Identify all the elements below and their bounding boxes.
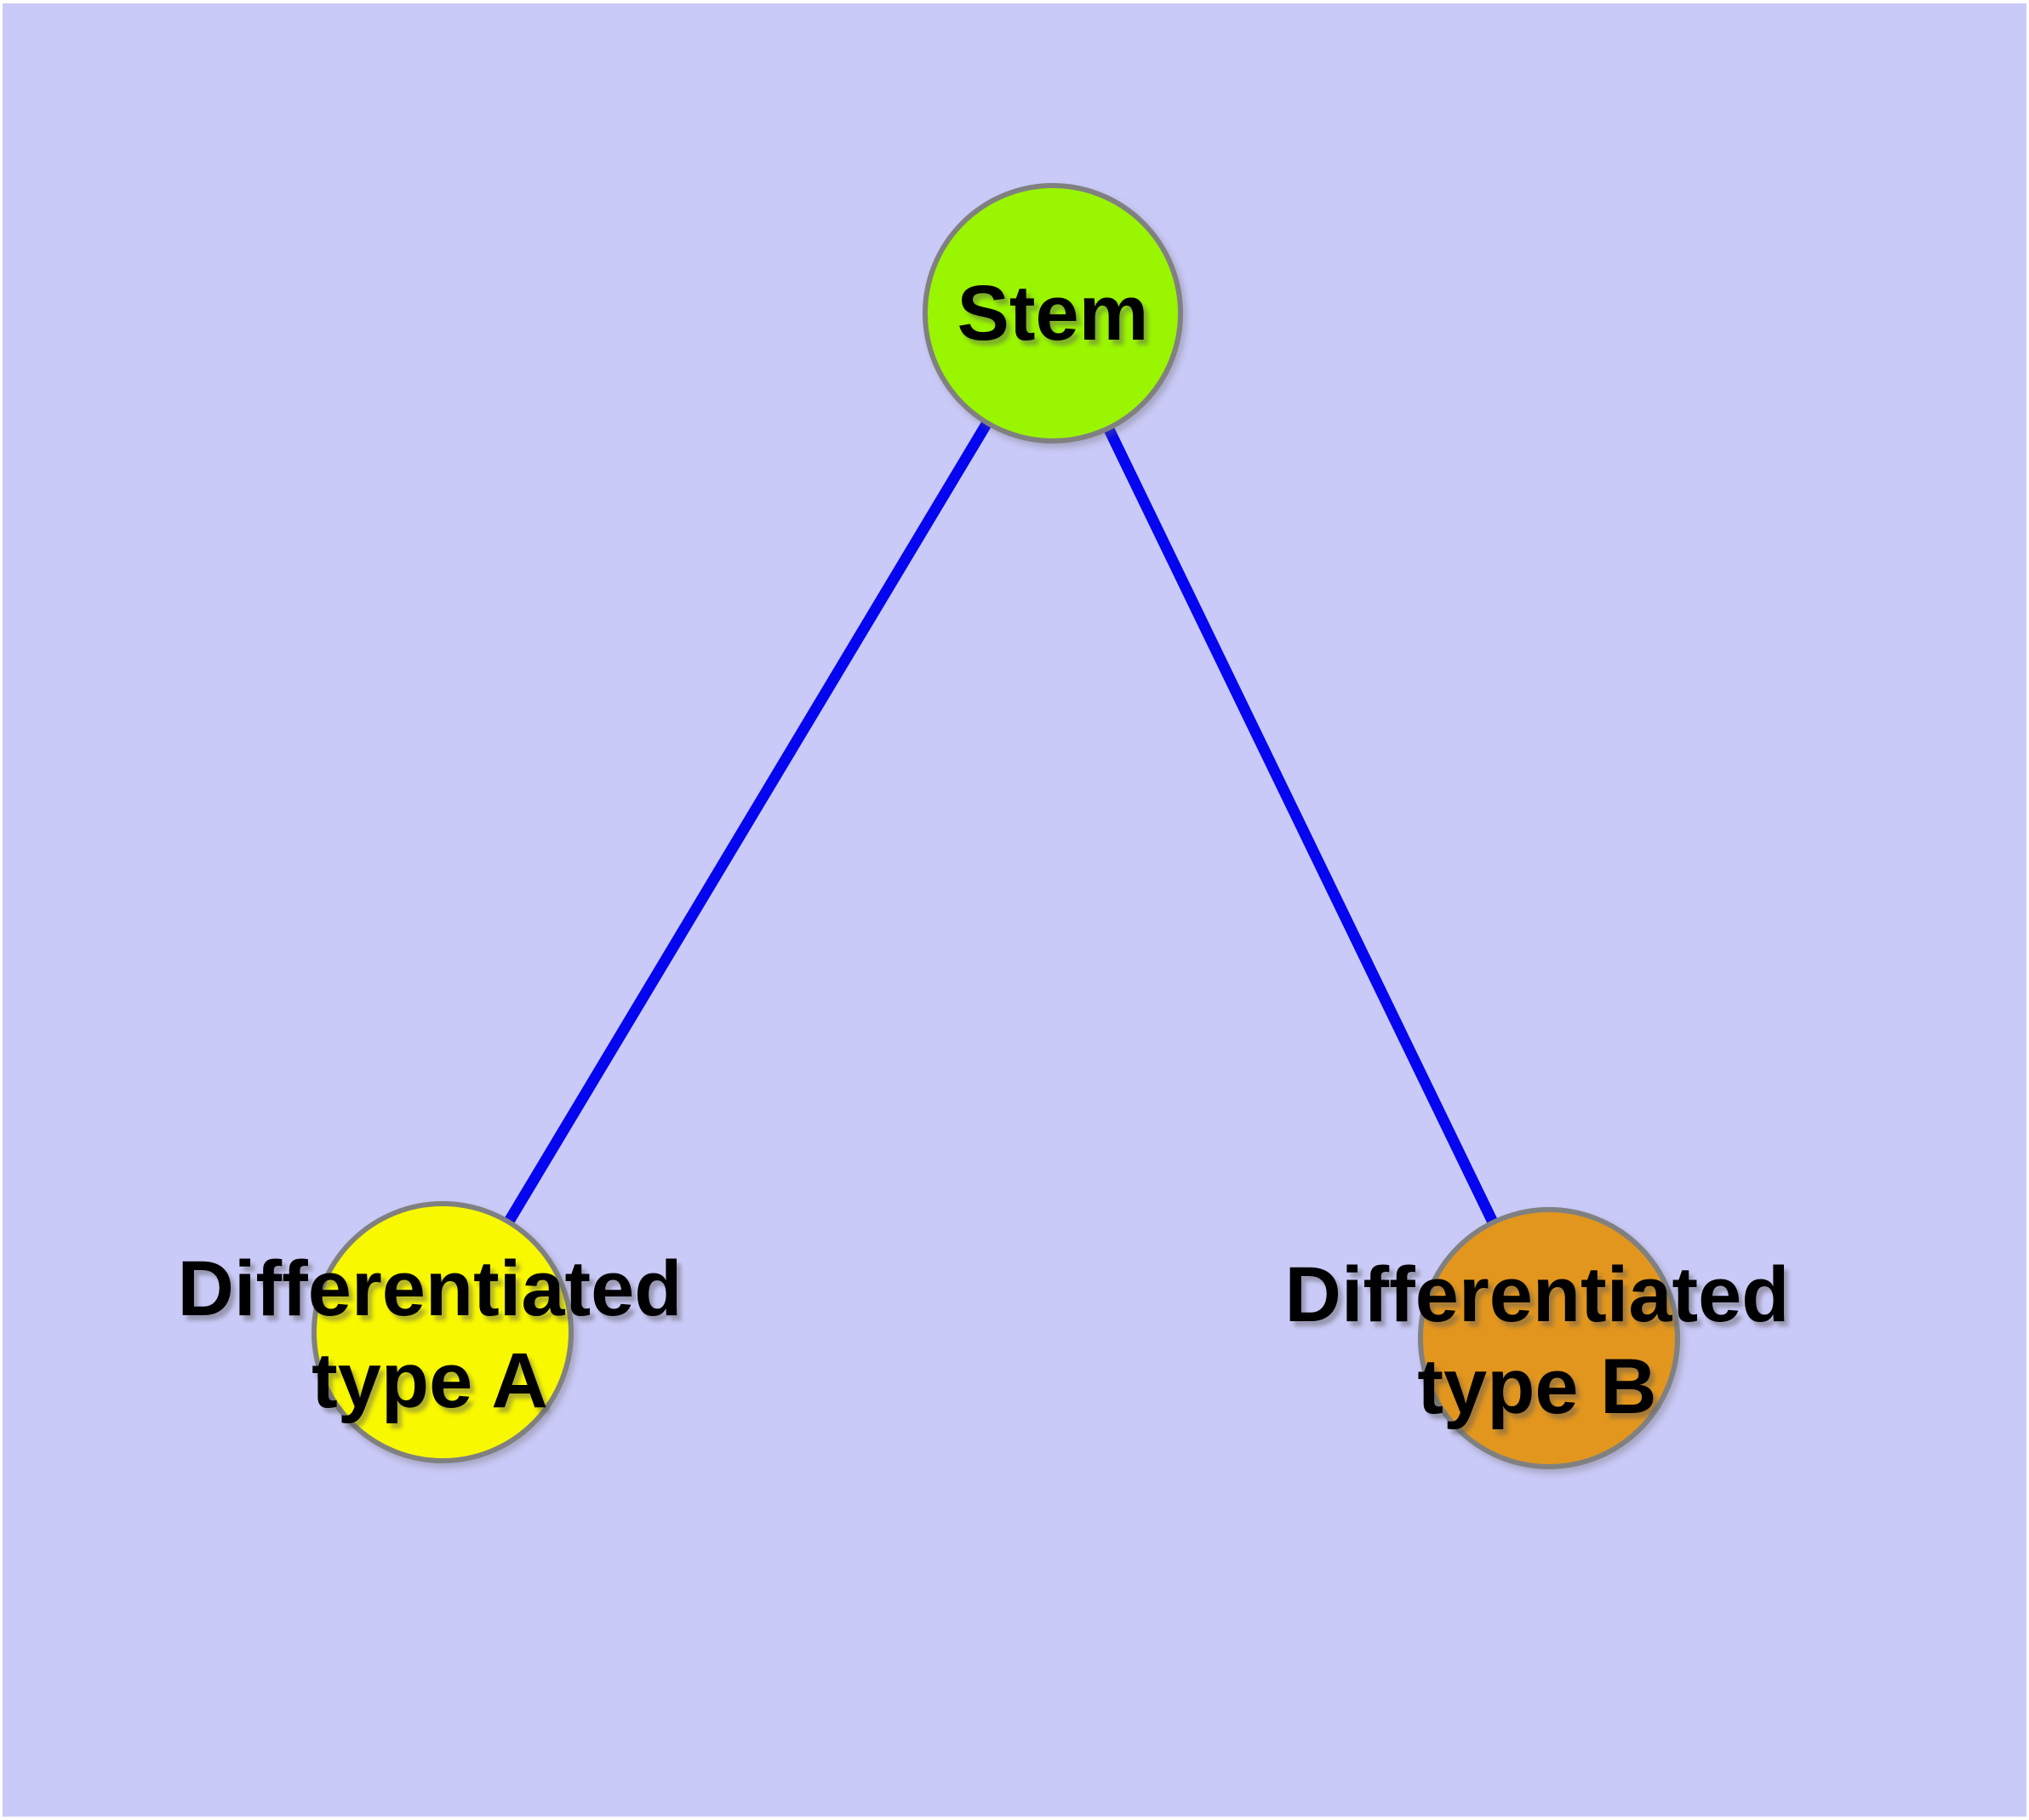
type-a-node [311,1201,574,1463]
edge-stem-to-type-b [1048,311,1554,1341]
stem-node [923,183,1183,444]
type-b-node [1418,1207,1680,1469]
edge-stem-to-type-a [437,310,1058,1336]
